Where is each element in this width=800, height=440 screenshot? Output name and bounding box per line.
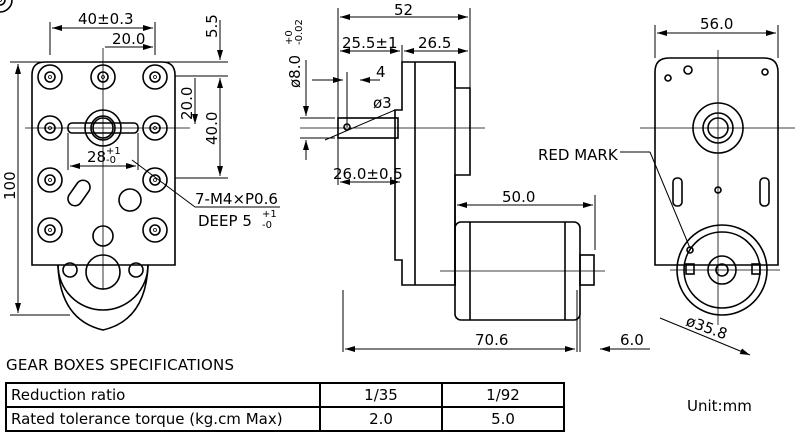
front-view: 40±0.3 20.0 5.5 20.0 40.0 100 28 +1 -0 7… — [0, 0, 280, 331]
dim-total: 52 — [394, 1, 413, 19]
table-row: Rated tolerance torque (kg.cm Max) 2.0 5… — [5, 406, 565, 432]
cell-value: 5.0 — [441, 406, 565, 432]
deep-tol-upper: +1 — [262, 209, 277, 220]
cell-value: 2.0 — [319, 406, 443, 432]
shaft-dia-tol-lower: -0.02 — [294, 19, 305, 45]
dim-rear-width: 56.0 — [700, 15, 733, 33]
slot-tol-lower: -0 — [106, 155, 116, 166]
deep-tol-lower: -0 — [262, 220, 272, 231]
dim-hole-pitch: 20.0 — [178, 87, 196, 120]
specifications-table: Reduction ratio 1/35 1/92 Rated toleranc… — [5, 382, 565, 432]
red-mark-label: RED MARK — [538, 146, 619, 164]
dim-slot: 28 — [87, 148, 106, 166]
dim-width: 40±0.3 — [78, 10, 134, 28]
dim-motor-length: 50.0 — [502, 188, 535, 206]
unit-label: Unit:mm — [687, 397, 752, 415]
thread-note: 7-M4×P0.6 — [195, 190, 278, 208]
table-row: Reduction ratio 1/35 1/92 — [5, 382, 565, 408]
dim-motor-dia: ø35.8 — [684, 312, 730, 343]
dim-shaft-dia: ø8.0 — [286, 55, 304, 88]
cell-value: 1/35 — [319, 382, 443, 408]
dim-terminal: 6.0 — [620, 331, 644, 349]
dim-hole-offset: 4 — [376, 63, 386, 81]
slot-tol-upper: +1 — [106, 146, 121, 157]
dim-half-width: 20.0 — [112, 30, 145, 48]
dim-hole-span: 40.0 — [203, 112, 221, 145]
row-label: Reduction ratio — [5, 382, 321, 408]
shaft-dia-tol-upper: +0 — [284, 30, 295, 45]
dim-shaft-to-edge: 26.0±0.5 — [333, 165, 403, 183]
dim-top-offset: 5.5 — [203, 14, 221, 38]
deep-note: DEEP 5 — [198, 212, 252, 230]
dim-height: 100 — [1, 171, 19, 200]
row-label: Rated tolerance torque (kg.cm Max) — [5, 406, 321, 432]
specifications-title: GEAR BOXES SPECIFICATIONS — [6, 356, 235, 374]
dim-body: 26.5 — [418, 34, 451, 52]
cell-value: 1/92 — [441, 382, 565, 408]
side-view: 52 25.5±1 26.5 4 ø3 ø8.0 +0 -0.02 26.0±0… — [284, 1, 650, 352]
dim-overall: 70.6 — [475, 331, 508, 349]
dim-hole-dia: ø3 — [373, 94, 392, 112]
dim-shaft-length: 25.5±1 — [342, 34, 398, 52]
